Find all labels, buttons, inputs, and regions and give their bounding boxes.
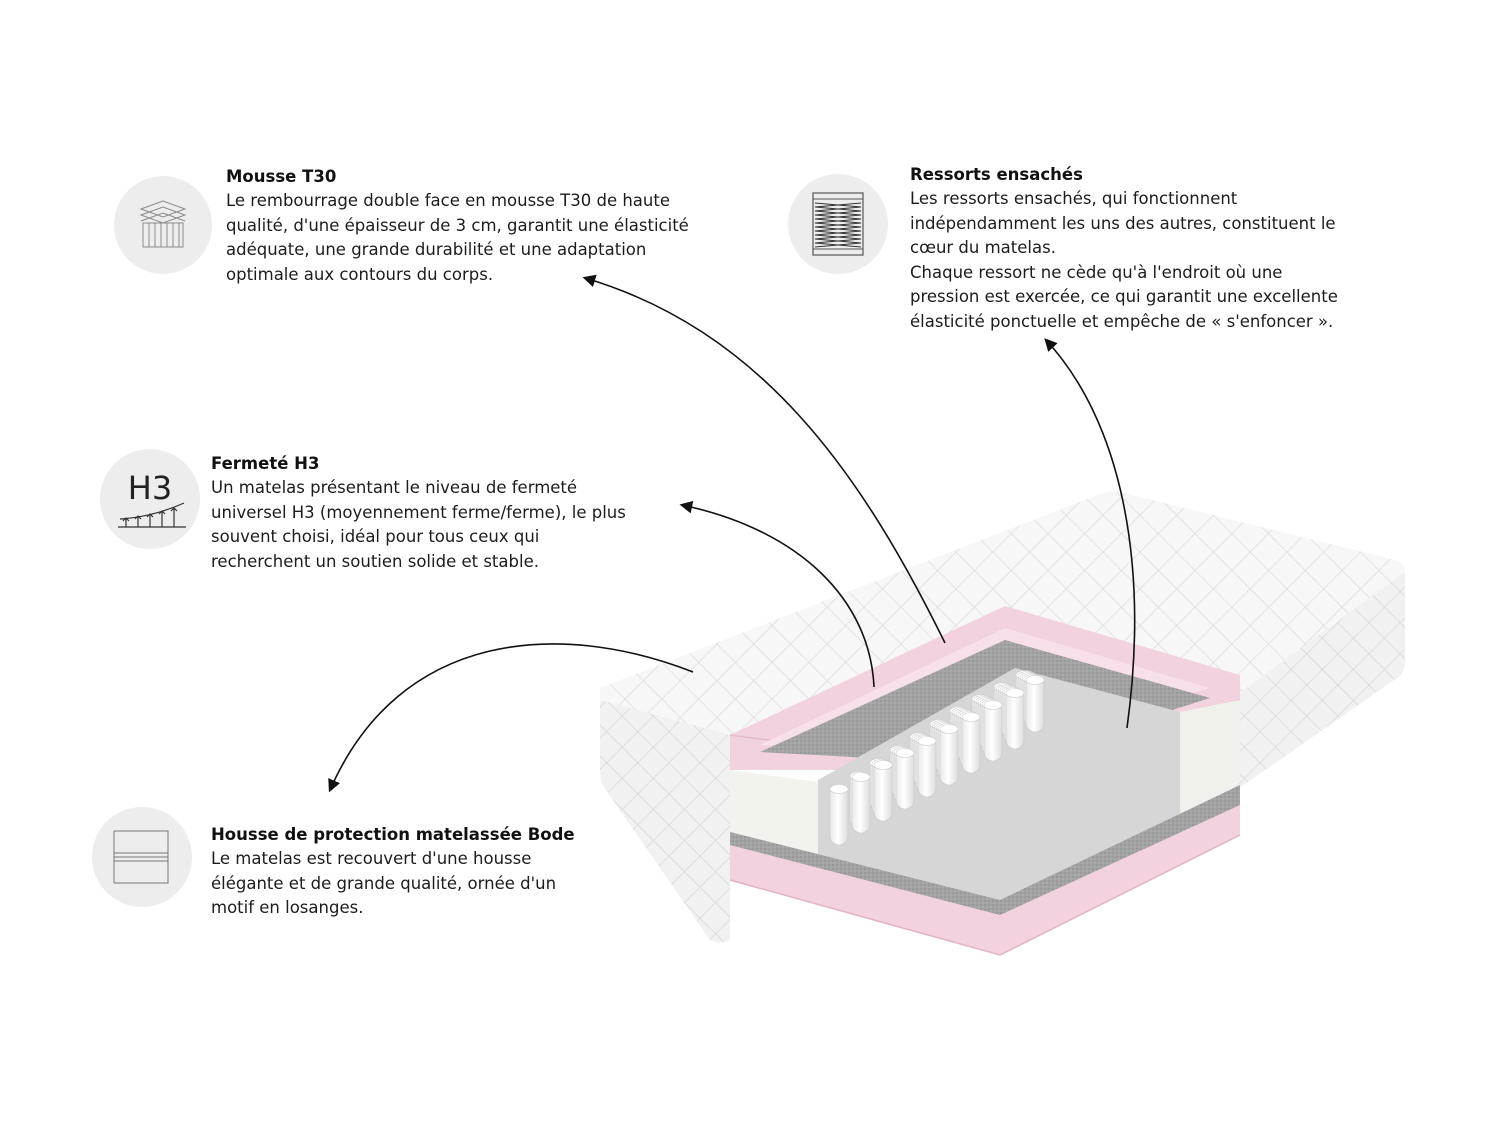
- springs-icon-circle: [788, 174, 888, 274]
- firmness-icon-circle: H3: [100, 449, 200, 549]
- firmness-icon-label: H3: [128, 469, 172, 507]
- cover-icon-circle: [92, 807, 192, 907]
- pocket-spring: [1005, 688, 1025, 750]
- pocket-springs: [829, 670, 1045, 846]
- feature-springs: Ressorts ensachés Les ressorts ensachés,…: [910, 162, 1430, 335]
- spring-cavity: [818, 668, 1180, 900]
- pocket-spring: [1025, 675, 1045, 733]
- pocket-spring: [983, 700, 1003, 762]
- foam-icon-circle: [114, 176, 212, 274]
- feature-foam-text: Le rembourrage double face en mousse T30…: [226, 191, 689, 284]
- feature-cover: Housse de protection matelassée Bode Le …: [211, 822, 731, 921]
- pocket-spring: [873, 760, 893, 822]
- pocket-spring: [917, 736, 937, 798]
- pocket-spring: [895, 748, 915, 810]
- feature-firmness: Fermeté H3 Un matelas présentant le nive…: [211, 451, 731, 574]
- pocket-spring: [939, 724, 959, 786]
- firmness-h3-icon: H3: [118, 469, 186, 528]
- feature-firmness-title: Fermeté H3: [211, 454, 320, 473]
- pocket-spring: [961, 712, 981, 774]
- arrow-cover: [328, 643, 694, 793]
- arrow-foam: [582, 274, 946, 644]
- feature-cover-text: Le matelas est recouvert d'une housse él…: [211, 849, 557, 918]
- arrow-firmness: [679, 500, 875, 688]
- mattress-left-side: [600, 700, 730, 943]
- feature-cover-title: Housse de protection matelassée Bode: [211, 825, 575, 844]
- pocket-spring: [829, 784, 849, 846]
- feature-springs-title: Ressorts ensachés: [910, 165, 1083, 184]
- pocket-springs-icon: [812, 192, 864, 256]
- arrow-springs: [1044, 338, 1136, 729]
- foam-layer-bottom: [730, 805, 1240, 955]
- foam-side-block-right: [1180, 700, 1240, 820]
- feature-firmness-text: Un matelas présentant le niveau de ferme…: [211, 478, 626, 571]
- foam-layers-icon: [139, 200, 187, 248]
- feature-springs-text: Les ressorts ensachés, qui fonctionnent …: [910, 189, 1338, 331]
- pocket-spring: [851, 772, 871, 834]
- quilted-cover-icon: [113, 830, 169, 884]
- feature-foam: Mousse T30 Le rembourrage double face en…: [226, 164, 746, 287]
- feature-foam-title: Mousse T30: [226, 167, 337, 186]
